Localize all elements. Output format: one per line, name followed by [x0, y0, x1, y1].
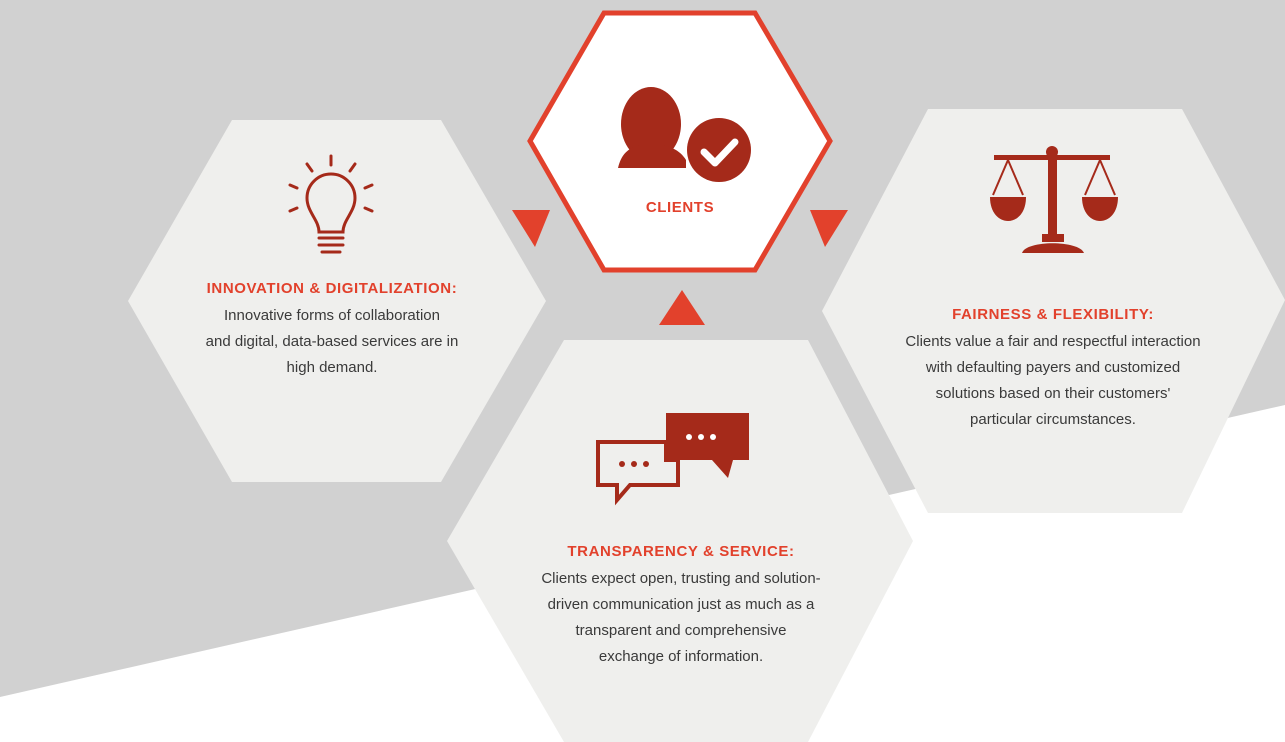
fairness-text: FAIRNESS & FLEXIBILITY: Clients value a … — [870, 306, 1236, 433]
fairness-line: solutions based on their customers' — [935, 385, 1171, 402]
innovation-title: INNOVATION & DIGITALIZATION: — [206, 280, 458, 297]
scales-icon — [990, 146, 1118, 253]
fairness-line: with defaulting payers and customized — [925, 359, 1181, 376]
transparency-title: TRANSPARENCY & SERVICE: — [567, 543, 795, 560]
innovation-line: high demand. — [286, 359, 378, 376]
fairness-title: FAIRNESS & FLEXIBILITY: — [952, 306, 1154, 323]
hex-clients — [527, 10, 833, 273]
innovation-line: Innovative forms of collaboration — [224, 307, 440, 324]
innovation-line: and digital, data-based services are in — [205, 333, 459, 350]
transparency-line: driven communication just as much as a — [547, 596, 815, 613]
transparency-line: exchange of information. — [598, 648, 764, 665]
hex-innovation — [128, 120, 546, 482]
transparency-line: transparent and comprehensive — [575, 622, 787, 639]
arrow-from-transparency — [659, 290, 705, 325]
arrow-from-fairness — [810, 210, 848, 247]
fairness-line: Clients value a fair and respectful inte… — [905, 333, 1201, 350]
clients-label: CLIENTS — [645, 199, 715, 216]
lightbulb-icon — [288, 154, 374, 254]
transparency-text: TRANSPARENCY & SERVICE: Clients expect o… — [498, 543, 864, 670]
hex-fairness — [822, 109, 1285, 513]
arrow-from-innovation — [512, 210, 550, 247]
innovation-text: INNOVATION & DIGITALIZATION: Innovative … — [157, 280, 507, 381]
hex-transparency — [447, 340, 913, 742]
chat-bubbles-icon — [596, 413, 749, 506]
fairness-line: particular circumstances. — [970, 411, 1136, 428]
transparency-line: Clients expect open, trusting and soluti… — [541, 570, 821, 587]
user-check-icon — [618, 87, 751, 182]
